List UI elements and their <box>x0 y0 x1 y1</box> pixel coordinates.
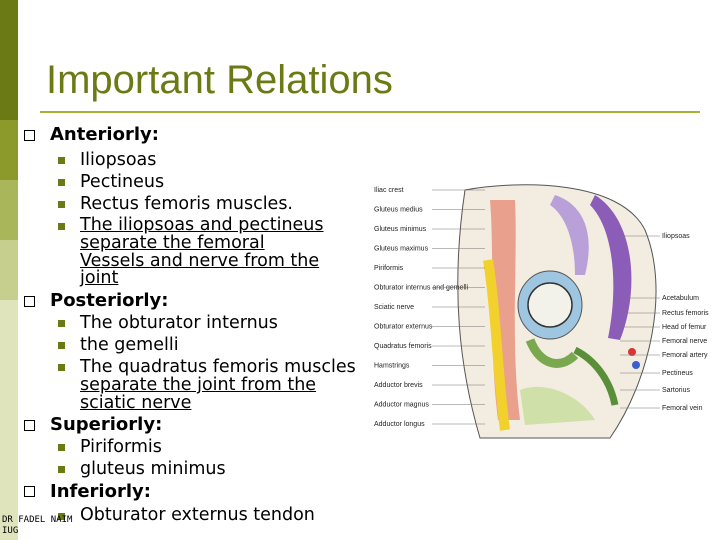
figure-label-left: Obturator externus <box>374 324 433 331</box>
figure-label-right: Pectineus <box>662 370 693 377</box>
bullet-icon <box>58 223 65 230</box>
figure-label-left: Quadratus femoris <box>374 343 432 350</box>
bullet-icon <box>58 157 65 164</box>
figure-label-left: Iliac crest <box>374 187 404 194</box>
title-underline <box>40 111 700 113</box>
list-item: the gemelli <box>80 335 179 355</box>
figure-label-right: Iliopsoas <box>662 233 690 240</box>
bullet-icon <box>58 179 65 186</box>
list-item: Rectus femoris muscles. <box>80 194 293 214</box>
heading-posteriorly: Posteriorly: <box>50 290 169 311</box>
bullet-icon <box>58 364 65 371</box>
iliopsoas-shape <box>590 195 632 340</box>
square-bullet-icon <box>24 130 35 141</box>
figure-label-right: Rectus femoris <box>662 310 709 317</box>
adductor-shape <box>520 386 595 425</box>
figure-label-left: Gluteus maximus <box>374 246 429 253</box>
footer-institution: IUG <box>2 526 19 536</box>
list-item: Obturator externus tendon <box>80 505 315 525</box>
figure-label-left: Obturator internus and gemelli <box>374 285 469 292</box>
heading-superiorly: Superiorly: <box>50 414 163 435</box>
sidebar-block <box>0 180 18 240</box>
list-item: The quadratus femoris muscles <box>80 357 356 377</box>
slide-title: Important Relations <box>46 58 393 102</box>
bullet-icon <box>58 201 65 208</box>
femoral-artery-shape <box>628 348 636 356</box>
pectineus-shape <box>573 346 619 406</box>
figure-label-right: Acetabulum <box>662 295 699 302</box>
list-item: gluteus minimus <box>80 459 226 479</box>
list-item-continuation: sciatic nerve <box>80 393 192 413</box>
square-bullet-icon <box>24 486 35 497</box>
figure-label-right: Femoral vein <box>662 405 703 412</box>
sidebar-strip <box>0 0 18 540</box>
figure-label-right: Sartorius <box>662 387 691 394</box>
bullet-icon <box>58 342 65 349</box>
figure-label-left: Gluteus medius <box>374 207 423 214</box>
footer-author: DR FADEL NAIM <box>2 515 73 525</box>
figure-label-left: Hamstrings <box>374 363 410 370</box>
heading-anteriorly: Anteriorly: <box>50 124 159 145</box>
figure-label-left: Adductor magnus <box>374 402 429 409</box>
iliopsoas-lavender-shape <box>550 195 589 275</box>
femoral-head-shape <box>527 282 573 328</box>
figure-label-right: Head of femur <box>662 324 707 331</box>
bullet-icon <box>58 320 65 327</box>
figure-label-left: Piriformis <box>374 265 404 272</box>
list-item-continuation: joint <box>80 268 119 288</box>
sidebar-block <box>0 300 18 540</box>
square-bullet-icon <box>24 420 35 431</box>
figure-label-left: Adductor longus <box>374 421 425 428</box>
list-item-continuation: separate the femoral <box>80 233 265 253</box>
figure-label-left: Sciatic nerve <box>374 304 414 311</box>
femoral-vein-shape <box>632 361 640 369</box>
figure-label-left: Gluteus minimus <box>374 226 427 233</box>
square-bullet-icon <box>24 296 35 307</box>
list-item: The obturator internus <box>80 313 278 333</box>
obturator-green-shape <box>525 338 579 368</box>
heading-inferiorly: Inferiorly: <box>50 481 151 502</box>
figure-label-right: Femoral nerve <box>662 338 707 345</box>
figure-label-left: Adductor brevis <box>374 382 423 389</box>
sidebar-block <box>0 0 18 120</box>
bullet-icon <box>58 513 65 520</box>
list-item: Iliopsoas <box>80 150 157 170</box>
list-item: Pectineus <box>80 172 165 192</box>
list-item-continuation: Vessels and nerve from the <box>80 251 320 271</box>
sidebar-block <box>0 240 18 300</box>
list-item: The iliopsoas and pectineus <box>80 215 324 235</box>
figure-label-right: Femoral artery <box>662 352 708 359</box>
bullet-icon <box>58 466 65 473</box>
list-item: Piriformis <box>80 437 162 457</box>
bullet-icon <box>58 444 65 451</box>
list-item-continuation: separate the joint from the <box>80 375 317 395</box>
sidebar-block <box>0 120 18 180</box>
hamstring-yellow-shape <box>483 259 510 431</box>
